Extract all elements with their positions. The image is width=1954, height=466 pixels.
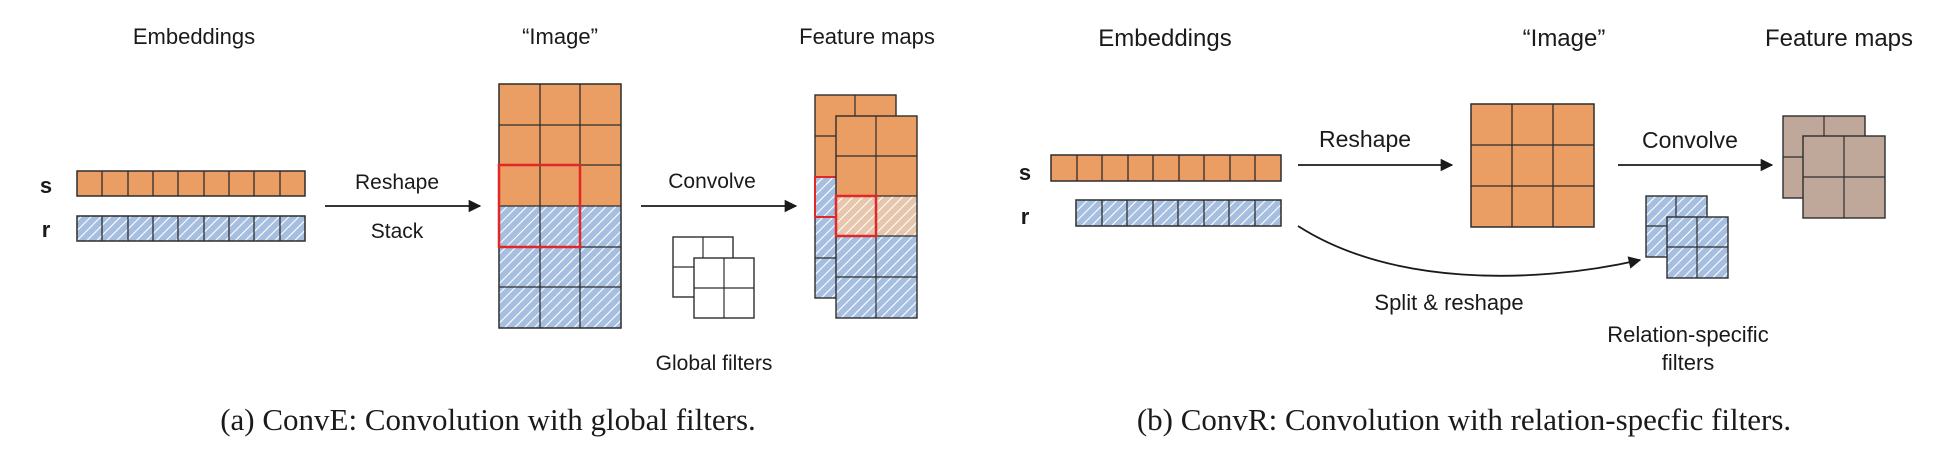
global-filters	[672, 236, 755, 319]
split-reshape-label: Split & reshape	[1374, 290, 1523, 315]
convolve-label: Convolve	[668, 170, 756, 193]
feature-maps-a	[814, 94, 918, 319]
relation-filters-label-line2: filters	[1662, 350, 1715, 375]
feature-maps-b	[1782, 115, 1886, 219]
embeddings-label-b: Embeddings	[1098, 25, 1231, 52]
image-label: “Image”	[522, 24, 598, 49]
caption-a: (a) ConvE: Convolution with global filte…	[220, 402, 756, 437]
row-r-label: r	[42, 217, 51, 242]
feature-maps-label: Feature maps	[799, 24, 935, 49]
stacked-image-grid	[497, 83, 622, 329]
global-filters-label: Global filters	[656, 352, 773, 375]
relation-filters-label-line1: Relation-specific	[1607, 322, 1768, 347]
image-grid-b	[1470, 103, 1595, 228]
relation-embedding-row-b	[1075, 199, 1282, 227]
reshape-label-b: Reshape	[1319, 126, 1411, 152]
row-r-label-b: r	[1021, 204, 1030, 229]
panel-b: Embeddings “Image” Feature maps s r	[1019, 25, 1913, 437]
embeddings-label: Embeddings	[133, 24, 255, 49]
stack-label: Stack	[371, 220, 424, 243]
relation-embedding-row	[76, 215, 306, 242]
convolve-label-b: Convolve	[1642, 127, 1738, 153]
split-reshape-arrow	[1297, 225, 1642, 277]
receptive-field-highlight	[497, 163, 582, 249]
row-s-label: s	[40, 173, 52, 198]
row-s-label-b: s	[1019, 160, 1031, 185]
caption-b: (b) ConvR: Convolution with relation-spe…	[1137, 402, 1791, 437]
panel-a: Embeddings “Image” Feature maps s r	[40, 24, 935, 437]
reshape-label: Reshape	[355, 171, 439, 194]
relation-specific-filters	[1645, 195, 1729, 279]
entity-embedding-row	[76, 170, 306, 197]
entity-embedding-row-b	[1050, 154, 1282, 182]
image-label-b: “Image”	[1523, 25, 1606, 52]
feature-maps-label-b: Feature maps	[1765, 25, 1913, 52]
